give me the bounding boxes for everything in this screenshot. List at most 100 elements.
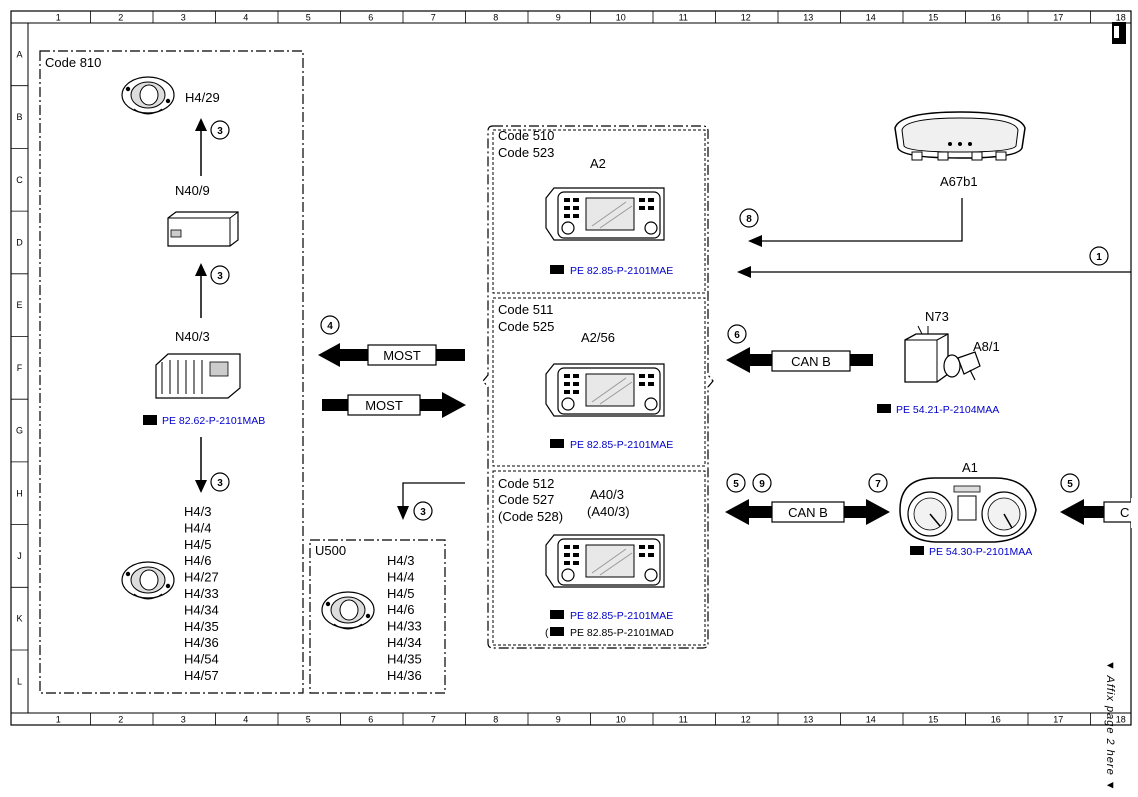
box3-reference: PE 82.85-P-2101MAE [570, 610, 673, 622]
amplifier-module-icon [167, 211, 239, 247]
box1-reference: PE 82.85-P-2101MAE [570, 265, 673, 277]
speaker-list-item: H4/4 [184, 520, 211, 535]
callout-7: 7 [875, 479, 881, 490]
speaker-icon [321, 591, 375, 630]
a8-1-label: A8/1 [973, 339, 1000, 354]
box2-reference: PE 82.85-P-2101MAE [570, 439, 673, 451]
can-b-bus-1: CAN B 6 [726, 324, 873, 373]
grid-frame [10, 10, 1132, 726]
speaker-list-item: H4/33 [387, 619, 422, 634]
a1-label: A1 [962, 460, 978, 475]
column-label: 13 [803, 13, 813, 23]
callout-6: 6 [734, 330, 740, 341]
left-speaker-list: H4/3H4/4H4/5H4/6H4/27H4/33H4/34H4/35H4/3… [184, 504, 219, 683]
box3-reference-2: PE 82.85-P-2101MAD [570, 627, 674, 639]
a2-56-label: A2/56 [581, 330, 615, 345]
n73-reference: PE 54.21-P-2104MAA [896, 404, 999, 416]
column-label: 14 [866, 13, 876, 23]
n40-3-reference: PE 82.62-P-2101MAB [162, 415, 265, 427]
most-bus-out: MOST 4 [318, 315, 465, 367]
row-label: G [16, 426, 23, 436]
row-label: J [17, 551, 22, 561]
column-label: 3 [181, 13, 186, 23]
speaker-list-item: H4/54 [184, 652, 219, 667]
column-label: 16 [991, 13, 1001, 23]
reference-hand-icon [550, 439, 564, 448]
can-b-partial-label: C [1120, 505, 1129, 520]
column-label: 12 [741, 715, 751, 725]
most-bus-in: MOST [322, 392, 466, 418]
corner-book-icon [1112, 22, 1126, 44]
column-label: 1 [56, 715, 61, 725]
column-label: 10 [616, 715, 626, 725]
speaker-list-item: H4/36 [387, 668, 422, 683]
callout-3: 3 [217, 271, 223, 282]
can-b-bus-3-partial: C 5 [1060, 473, 1138, 528]
column-label: 17 [1053, 13, 1063, 23]
column-label: 12 [741, 13, 751, 23]
box3-code-b: Code 527 [498, 492, 554, 507]
column-label: 18 [1116, 13, 1126, 23]
row-label: L [17, 676, 22, 686]
callout-3: 3 [217, 126, 223, 137]
column-label: 10 [616, 13, 626, 23]
callout-3: 3 [420, 507, 426, 518]
speaker-list-item: H4/36 [184, 635, 219, 650]
box3-code-a: Code 512 [498, 476, 554, 491]
speaker-icon [121, 76, 175, 115]
speaker-list-item: H4/27 [184, 570, 219, 585]
u500-code: U500 [315, 543, 346, 558]
speaker-list-item: H4/33 [184, 586, 219, 601]
column-label: 2 [118, 715, 123, 725]
callout-3: 3 [217, 478, 223, 489]
a40-3-alt-label: (A40/3) [587, 504, 630, 519]
most-label: MOST [365, 398, 403, 413]
left-group: Code 810 H4/29 3 N40/9 3 N40/3 [39, 50, 304, 694]
reference-hand-icon [877, 404, 891, 413]
column-label: 7 [431, 13, 436, 23]
ignition-switch-icon [904, 325, 981, 383]
row-label: F [17, 363, 23, 373]
speaker-list-item: H4/34 [387, 635, 422, 650]
box3-code-c: (Code 528) [498, 509, 563, 524]
column-label: 5 [306, 715, 311, 725]
column-label: 8 [493, 715, 498, 725]
callout-5: 5 [1067, 479, 1073, 490]
callout-4: 4 [327, 321, 333, 332]
column-label: 9 [556, 13, 561, 23]
row-label: C [16, 175, 23, 185]
speaker-list-item: H4/3 [387, 553, 414, 568]
instrument-cluster-icon [899, 477, 1037, 543]
row-label: D [16, 237, 23, 247]
column-label: 3 [181, 715, 186, 725]
callout-9: 9 [759, 479, 765, 490]
a67b1-label: A67b1 [940, 174, 978, 189]
reference-hand-icon [910, 546, 924, 555]
column-label: 6 [368, 13, 373, 23]
can-b-label: CAN B [788, 505, 828, 520]
a40-3-label: A40/3 [590, 487, 624, 502]
n40-9-label: N40/9 [175, 183, 210, 198]
column-label: 15 [928, 13, 938, 23]
box2-code-a: Code 511 [498, 302, 553, 317]
n40-3-label: N40/3 [175, 329, 210, 344]
column-label: 4 [243, 715, 248, 725]
h4-29-label: H4/29 [185, 90, 220, 105]
reference-hand-icon [550, 610, 564, 619]
a2-label: A2 [590, 156, 606, 171]
row-label: H [16, 488, 23, 498]
column-label: 9 [556, 715, 561, 725]
callout-5: 5 [733, 479, 739, 490]
speaker-list-item: H4/34 [184, 602, 219, 617]
column-label: 7 [431, 715, 436, 725]
speaker-icon [121, 561, 175, 600]
a1-reference: PE 54.30-P-2101MAA [929, 546, 1032, 558]
column-label: 13 [803, 715, 813, 725]
callout-8: 8 [746, 214, 752, 225]
rear-view-mirror [894, 111, 1026, 161]
column-label: 17 [1053, 715, 1063, 725]
